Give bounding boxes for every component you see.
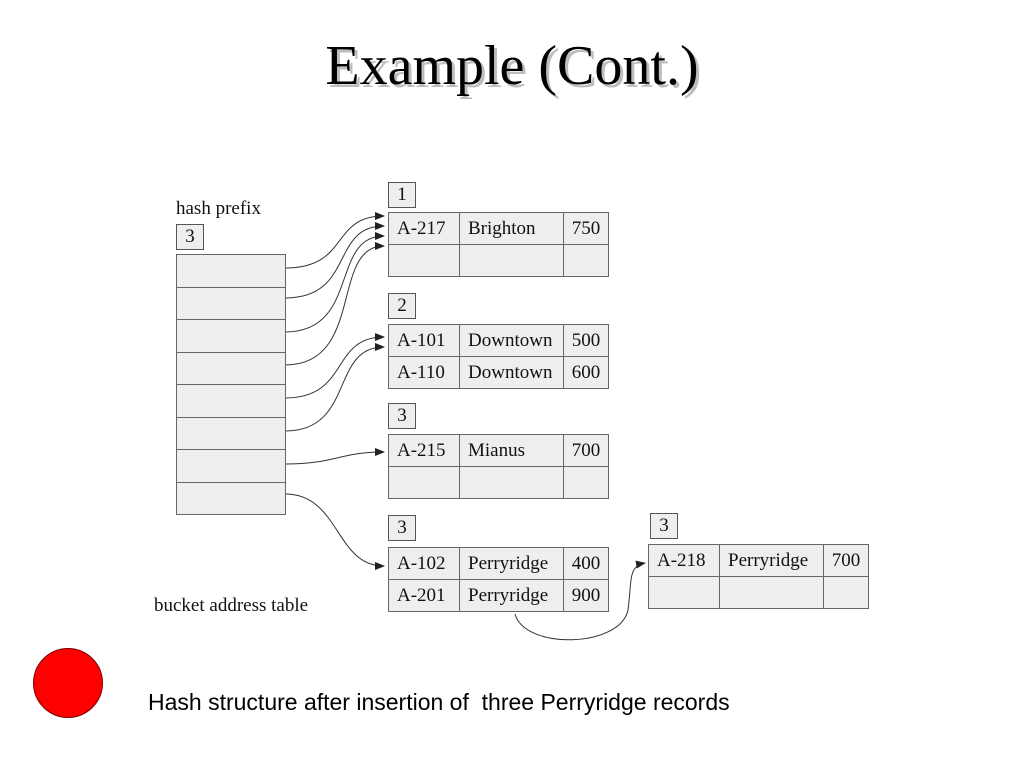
- bucket-1: A-217 Brighton 750: [388, 212, 609, 277]
- slide-caption: Hash structure after insertion of three …: [148, 689, 730, 715]
- pointer-entry-3: [284, 232, 385, 333]
- address-table-entry: [177, 450, 285, 483]
- bucket-1-local-depth: 1: [388, 182, 416, 208]
- bucket-4: A-102 Perryridge 400 A-201 Perryridge 90…: [388, 547, 609, 612]
- account-number: A-201: [388, 579, 460, 612]
- account-number: [648, 576, 720, 609]
- hash-prefix-label: hash prefix: [176, 198, 261, 219]
- bucket-record: A-218 Perryridge 700: [648, 544, 869, 577]
- hash-prefix-value: 3: [176, 224, 204, 250]
- balance: [563, 244, 609, 277]
- balance: [823, 576, 869, 609]
- account-number: A-217: [388, 212, 460, 245]
- bucket-2-local-depth: 2: [388, 293, 416, 319]
- branch-name: Brighton: [459, 212, 564, 245]
- bucket-record: [388, 244, 609, 277]
- pointer-entry-6: [284, 343, 385, 432]
- branch-name: Mianus: [459, 434, 564, 467]
- bucket-record: A-217 Brighton 750: [388, 212, 609, 245]
- bucket-record: [388, 466, 609, 499]
- account-number: A-218: [648, 544, 720, 577]
- address-table-entry: [177, 287, 285, 320]
- account-number: A-101: [388, 324, 460, 357]
- overflow-bucket: A-218 Perryridge 700: [648, 544, 869, 609]
- pointer-entry-4: [284, 242, 385, 366]
- slide-title: Example (Cont.): [325, 35, 699, 97]
- account-number: [388, 466, 460, 499]
- branch-name: [719, 576, 824, 609]
- branch-name: Perryridge: [459, 547, 564, 580]
- pointer-entry-5: [284, 333, 385, 399]
- address-table-entry: [177, 385, 285, 418]
- pointer-entry-1: [284, 212, 385, 269]
- balance: 600: [563, 356, 609, 389]
- bucket-3: A-215 Mianus 700: [388, 434, 609, 499]
- bucket-record: A-101 Downtown 500: [388, 324, 609, 357]
- pointer-entry-7: [284, 448, 385, 465]
- bucket-record: A-215 Mianus 700: [388, 434, 609, 467]
- balance: [563, 466, 609, 499]
- balance: 900: [563, 579, 609, 612]
- overflow-pointer: [514, 560, 646, 641]
- branch-name: Perryridge: [719, 544, 824, 577]
- pointer-entry-2: [284, 222, 385, 299]
- bucket-record: A-110 Downtown 600: [388, 356, 609, 389]
- account-number: A-102: [388, 547, 460, 580]
- bucket-3-local-depth: 3: [388, 403, 416, 429]
- red-bullet-icon: [33, 648, 103, 718]
- balance: 500: [563, 324, 609, 357]
- balance: 750: [563, 212, 609, 245]
- branch-name: [459, 244, 564, 277]
- bucket-address-table-label: bucket address table: [154, 595, 309, 616]
- address-table-entry: [177, 482, 285, 515]
- balance: 700: [563, 434, 609, 467]
- bucket-4-local-depth: 3: [388, 515, 416, 541]
- bucket-record: A-201 Perryridge 900: [388, 579, 609, 612]
- address-table-entry: [177, 320, 285, 353]
- account-number: [388, 244, 460, 277]
- address-table-entry: [177, 417, 285, 450]
- bucket-2: A-101 Downtown 500 A-110 Downtown 600: [388, 324, 609, 389]
- bucket-record: [648, 576, 869, 609]
- pointer-entry-8: [284, 493, 385, 570]
- account-number: A-215: [388, 434, 460, 467]
- balance: 700: [823, 544, 869, 577]
- address-table-entry: [177, 255, 285, 288]
- branch-name: [459, 466, 564, 499]
- address-table-entry: [177, 352, 285, 385]
- branch-name: Downtown: [459, 356, 564, 389]
- bucket-address-table: [176, 254, 286, 515]
- branch-name: Perryridge: [459, 579, 564, 612]
- branch-name: Downtown: [459, 324, 564, 357]
- bucket-record: A-102 Perryridge 400: [388, 547, 609, 580]
- account-number: A-110: [388, 356, 460, 389]
- overflow-bucket-local-depth: 3: [650, 513, 678, 539]
- balance: 400: [563, 547, 609, 580]
